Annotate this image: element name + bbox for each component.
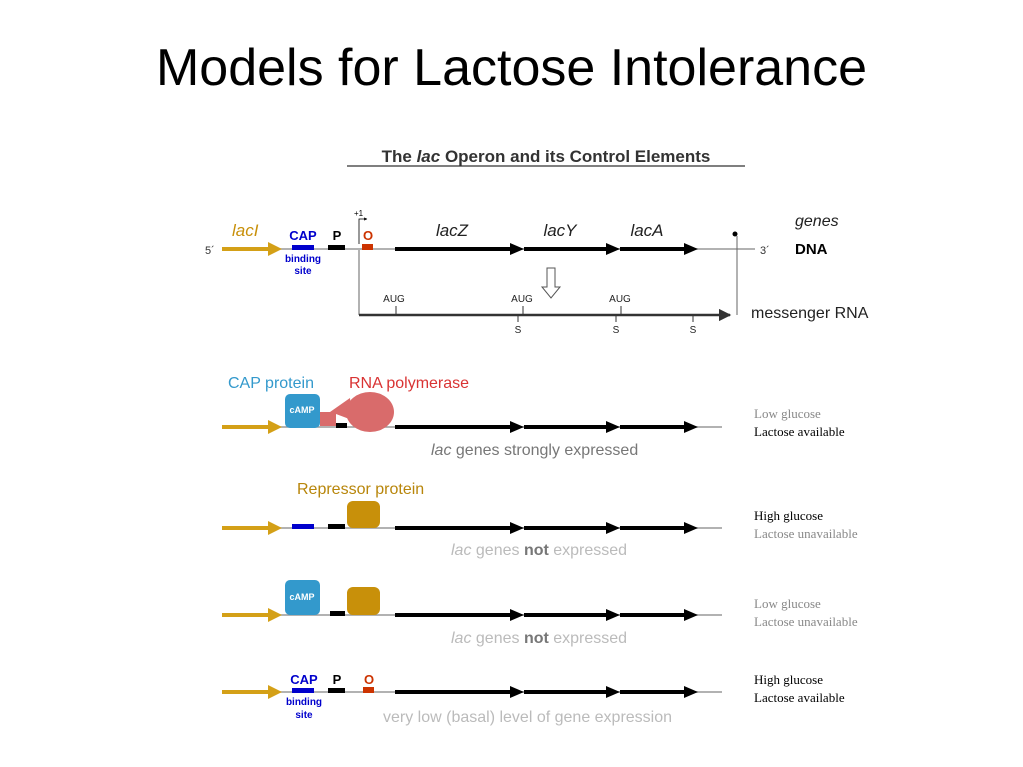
mrna-label: messenger RNA	[751, 305, 869, 322]
expression-caption: lac genes not expressed	[451, 542, 627, 559]
camp-label: cAMP	[289, 592, 314, 602]
cap-binding-site	[292, 688, 314, 693]
lacz-gene-arrow	[395, 421, 524, 433]
lacy-gene-arrow	[524, 609, 620, 621]
state-high-glucose-lactose-available: CAP binding site P O very low (basal) le…	[222, 672, 845, 726]
cap-protein-label: CAP protein	[228, 375, 314, 392]
operon-map: 5´ 3´ lacI CAP binding site P +1 O lacZ	[205, 209, 869, 336]
expression-caption: lac genes not expressed	[451, 630, 627, 647]
figure-title: The lac Operon and its Control Elements	[382, 147, 711, 166]
condition-lactose: Lactose available	[754, 424, 845, 439]
stop-label-3: S	[690, 325, 697, 336]
promoter-box	[330, 611, 345, 616]
promoter-box	[328, 688, 345, 693]
repressor-protein-shape	[347, 587, 380, 615]
state-low-glucose-lactose-available: CAP protein RNA polymerase cAMP lac gene…	[222, 375, 845, 459]
laca-label: lacA	[630, 221, 663, 240]
expression-caption: very low (basal) level of gene expressio…	[383, 709, 672, 726]
state-high-glucose-lactose-unavailable: Repressor protein lac genes not expresse…	[222, 481, 858, 559]
promoter-box	[328, 524, 345, 529]
laca-gene-arrow	[620, 421, 698, 433]
cap-binding-site	[292, 524, 314, 529]
laci-gene-arrow	[222, 608, 282, 622]
dna-label: DNA	[795, 241, 828, 258]
laca-gene-arrow	[620, 522, 698, 534]
aug-label-1: AUG	[383, 294, 405, 305]
condition-lactose: Lactose unavailable	[754, 614, 858, 629]
condition-lactose: Lactose available	[754, 690, 845, 705]
lacz-gene-arrow	[395, 609, 524, 621]
binding-site-label-1: binding	[285, 254, 321, 265]
laci-gene-arrow	[222, 420, 282, 434]
promoter-label: P	[333, 672, 342, 687]
rna-polymerase-shape	[346, 392, 394, 432]
three-prime-label: 3´	[760, 245, 770, 257]
operator-box	[363, 687, 374, 693]
promoter-box	[328, 245, 345, 250]
condition-glucose: High glucose	[754, 672, 823, 687]
state-low-glucose-lactose-unavailable: cAMP lac genes not expressed Low glucose…	[222, 580, 858, 647]
aug-label-3: AUG	[609, 294, 631, 305]
transcription-down-arrow	[540, 267, 562, 299]
repressor-protein-shape	[347, 501, 380, 528]
cap-label: CAP	[290, 672, 318, 687]
binding-site-label-2: site	[295, 710, 313, 721]
repressor-protein-label: Repressor protein	[297, 481, 424, 498]
polymerase-link	[320, 412, 336, 426]
lacy-gene-arrow	[524, 522, 620, 534]
condition-glucose: High glucose	[754, 508, 823, 523]
lacz-gene-arrow	[395, 243, 524, 255]
binding-site-label-2: site	[294, 266, 312, 277]
laca-gene-arrow	[620, 243, 698, 255]
genes-label: genes	[795, 213, 839, 230]
stop-label-1: S	[515, 325, 522, 336]
laca-gene-arrow	[620, 686, 698, 698]
operator-label: O	[363, 228, 373, 243]
transcription-start-arrow	[358, 217, 368, 244]
terminator-dot	[732, 231, 738, 237]
laca-gene-arrow	[620, 609, 698, 621]
laci-gene-arrow	[222, 242, 282, 256]
lacy-label: lacY	[543, 221, 578, 240]
camp-label: cAMP	[289, 405, 314, 415]
cap-protein-shape	[285, 580, 320, 615]
laci-label: lacI	[232, 221, 259, 240]
lacz-gene-arrow	[395, 686, 524, 698]
rna-polymerase-label: RNA polymerase	[349, 375, 469, 392]
promoter-box	[336, 423, 347, 428]
condition-glucose: Low glucose	[754, 596, 821, 611]
slide-title: Models for Lactose Intolerance	[155, 39, 868, 97]
operator-label: O	[364, 672, 374, 687]
lacy-gene-arrow	[524, 243, 620, 255]
cap-label: CAP	[289, 228, 317, 243]
cap-binding-site	[292, 245, 314, 250]
five-prime-label: 5´	[205, 245, 215, 257]
condition-lactose: Lactose unavailable	[754, 526, 858, 541]
lacz-gene-arrow	[395, 522, 524, 534]
lacy-gene-arrow	[524, 421, 620, 433]
laci-gene-arrow	[222, 521, 282, 535]
promoter-label: P	[333, 228, 342, 243]
laci-gene-arrow	[222, 685, 282, 699]
aug-label-2: AUG	[511, 294, 533, 305]
lacz-label: lacZ	[436, 221, 469, 240]
lacy-gene-arrow	[524, 686, 620, 698]
stop-label-2: S	[613, 325, 620, 336]
cap-protein-shape	[285, 394, 320, 428]
plus-one-label: +1	[354, 209, 364, 218]
operator-box	[362, 244, 373, 250]
expression-caption: lac genes strongly expressed	[431, 442, 638, 459]
condition-glucose: Low glucose	[754, 406, 821, 421]
binding-site-label-1: binding	[286, 697, 322, 708]
